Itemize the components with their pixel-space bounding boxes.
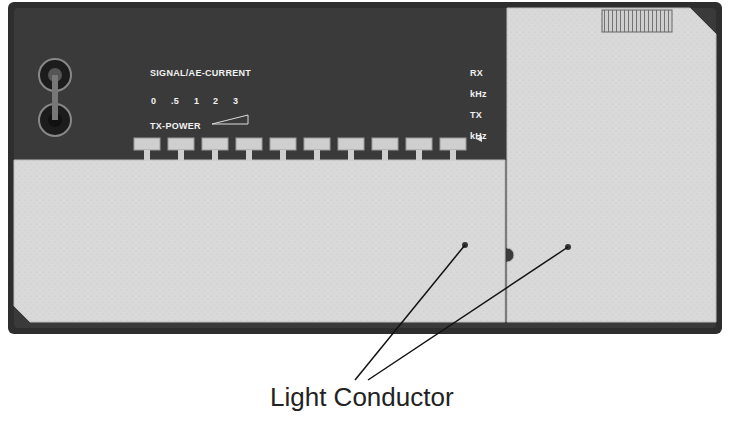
led-window — [202, 138, 228, 150]
label-slot: .5 — [171, 90, 179, 108]
light-pipe — [178, 150, 184, 161]
light-pipe — [246, 150, 252, 161]
led-window — [134, 138, 160, 150]
label-slot: kHz — [470, 83, 487, 101]
light-conductor-right — [507, 8, 716, 322]
label-slot: 1 — [194, 90, 199, 108]
label-slot: TX-POWER — [150, 115, 201, 133]
light-pipe — [280, 150, 286, 161]
label-slot: 0 — [151, 90, 156, 108]
label-slot: Light Conductor — [270, 382, 454, 413]
led-window — [168, 138, 194, 150]
panel-label: TX — [470, 110, 482, 120]
callout-label: Light Conductor — [270, 382, 454, 412]
led-window — [304, 138, 330, 150]
label-slot: kHz — [470, 125, 487, 143]
leader-line — [368, 247, 568, 380]
knob-bracket — [52, 75, 58, 120]
led-window — [406, 138, 432, 150]
label-slot: TX — [470, 104, 482, 122]
label-slot: SIGNAL/AE-CURRENT — [150, 62, 251, 80]
panel-label: TX-POWER — [150, 121, 201, 131]
label-slot: 3 — [233, 90, 238, 108]
connector-strip — [602, 10, 672, 32]
scale-number: 2 — [213, 96, 218, 106]
leader-line — [355, 245, 465, 380]
led-window — [372, 138, 398, 150]
panel-label: RX — [470, 68, 483, 78]
panel-face — [14, 8, 716, 328]
housing — [8, 2, 722, 334]
led-window — [338, 138, 364, 150]
panel-label: SIGNAL/AE-CURRENT — [150, 68, 251, 78]
light-pipe — [212, 150, 218, 161]
led-window — [236, 138, 262, 150]
scale-number: .5 — [171, 96, 179, 106]
scale-number: 3 — [233, 96, 238, 106]
light-pipe — [382, 150, 388, 161]
light-pipe — [348, 150, 354, 161]
led-window — [270, 138, 296, 150]
label-slot: 2 — [213, 90, 218, 108]
label-slot: RX — [470, 62, 483, 80]
light-pipe — [314, 150, 320, 161]
led-row — [134, 138, 466, 161]
led-window — [440, 138, 466, 150]
light-conductor-left — [14, 160, 505, 322]
unit-label: kHz — [470, 131, 487, 141]
scale-number: 0 — [151, 96, 156, 106]
light-pipe — [416, 150, 422, 161]
unit-label: kHz — [470, 89, 487, 99]
light-pipe — [144, 150, 150, 161]
power-ramp — [212, 115, 248, 124]
light-pipe — [450, 150, 456, 161]
scale-number: 1 — [194, 96, 199, 106]
